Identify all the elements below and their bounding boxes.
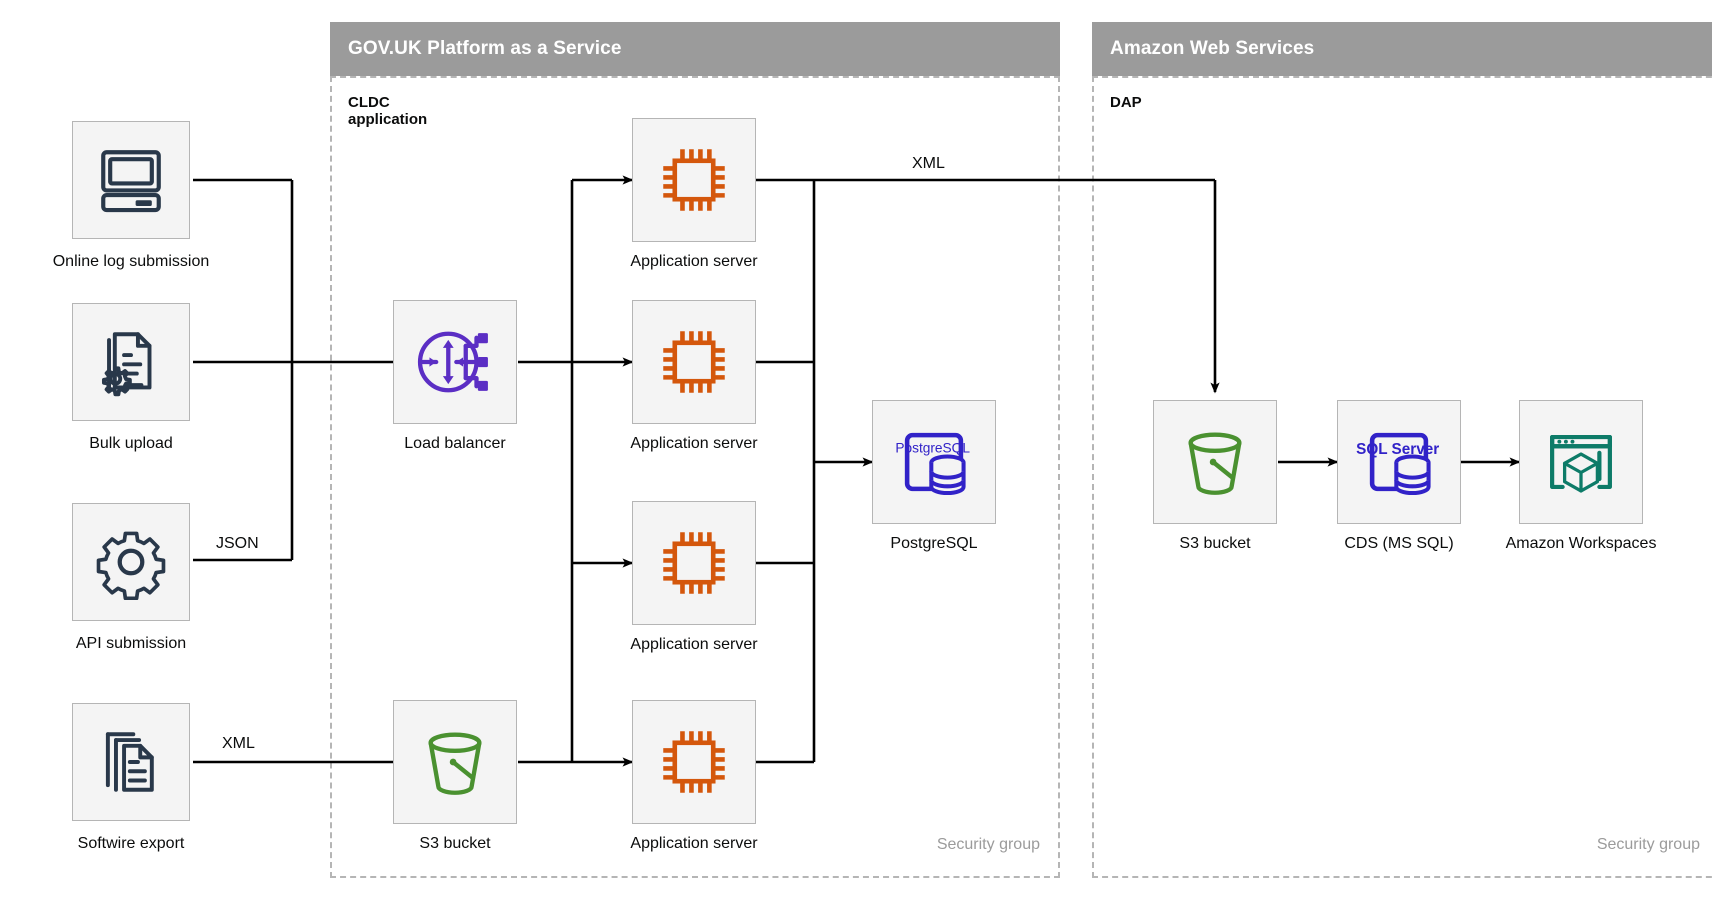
- zone-header-aws: Amazon Web Services: [1092, 22, 1712, 76]
- node-cds-ms-sql[interactable]: SQL Server: [1337, 400, 1461, 524]
- node-bulk-upload[interactable]: [72, 303, 190, 421]
- edge-label-json: JSON: [216, 535, 259, 552]
- node-label-online-log-submission: Online log submission: [52, 253, 210, 270]
- node-s3-bucket-aws[interactable]: [1153, 400, 1277, 524]
- node-application-server-3[interactable]: [632, 501, 756, 625]
- node-label-application-server-1: Application server: [630, 253, 758, 270]
- node-label-api-submission: API submission: [75, 635, 187, 652]
- load-balancer-icon: [412, 319, 498, 405]
- node-amazon-workspaces[interactable]: [1519, 400, 1643, 524]
- desktop-computer-icon: [94, 143, 168, 217]
- node-label-s3-bucket-aws: S3 bucket: [1179, 535, 1251, 552]
- node-label-application-server-2: Application server: [630, 435, 758, 452]
- cpu-chip-icon: [653, 139, 735, 221]
- edge-label-xml-softwire: XML: [222, 735, 255, 752]
- node-label-cds-ms-sql: CDS (MS SQL): [1344, 535, 1454, 552]
- postgresql-icon: PostgreSQL: [891, 419, 977, 505]
- cpu-chip-icon: [653, 721, 735, 803]
- node-postgresql[interactable]: PostgreSQL: [872, 400, 996, 524]
- node-softwire-export[interactable]: [72, 703, 190, 821]
- node-application-server-4[interactable]: [632, 700, 756, 824]
- amazon-workspaces-icon: [1539, 420, 1623, 504]
- svg-text:SQL Server: SQL Server: [1356, 441, 1439, 458]
- node-load-balancer[interactable]: [393, 300, 517, 424]
- zone-footnote-security-group-aws: Security group: [1596, 836, 1700, 853]
- document-stack-icon: [94, 725, 168, 799]
- zone-footnote-security-group-paas: Security group: [936, 836, 1040, 853]
- zone-boundary-govuk-paas: [330, 76, 1060, 878]
- edge-label-xml-appserver: XML: [912, 155, 945, 172]
- cpu-chip-icon: [653, 321, 735, 403]
- node-application-server-1[interactable]: [632, 118, 756, 242]
- node-label-load-balancer: Load balancer: [404, 435, 506, 452]
- s3-bucket-icon: [1174, 421, 1256, 503]
- node-label-application-server-4: Application server: [630, 835, 758, 852]
- zone-header-govuk-paas: GOV.UK Platform as a Service: [330, 22, 1060, 76]
- node-api-submission[interactable]: [72, 503, 190, 621]
- node-label-bulk-upload: Bulk upload: [89, 435, 173, 452]
- svg-text:PostgreSQL: PostgreSQL: [895, 441, 970, 456]
- zone-sublabel-dap: DAP: [1110, 94, 1142, 111]
- node-online-log-submission[interactable]: [72, 121, 190, 239]
- sql-server-icon: SQL Server: [1356, 419, 1442, 505]
- node-label-application-server-3: Application server: [630, 636, 758, 653]
- node-label-softwire-export: Softwire export: [77, 835, 185, 852]
- cpu-chip-icon: [653, 522, 735, 604]
- s3-bucket-icon: [414, 721, 496, 803]
- node-s3-bucket-paas[interactable]: [393, 700, 517, 824]
- document-gear-icon: [94, 325, 168, 399]
- zone-sublabel-cldc-application: CLDC application: [348, 94, 428, 128]
- node-label-s3-bucket-paas: S3 bucket: [419, 835, 491, 852]
- node-application-server-2[interactable]: [632, 300, 756, 424]
- zone-boundary-aws: [1092, 76, 1712, 878]
- gear-icon: [93, 524, 169, 600]
- node-label-amazon-workspaces: Amazon Workspaces: [1505, 535, 1657, 552]
- node-label-postgresql: PostgreSQL: [890, 535, 978, 552]
